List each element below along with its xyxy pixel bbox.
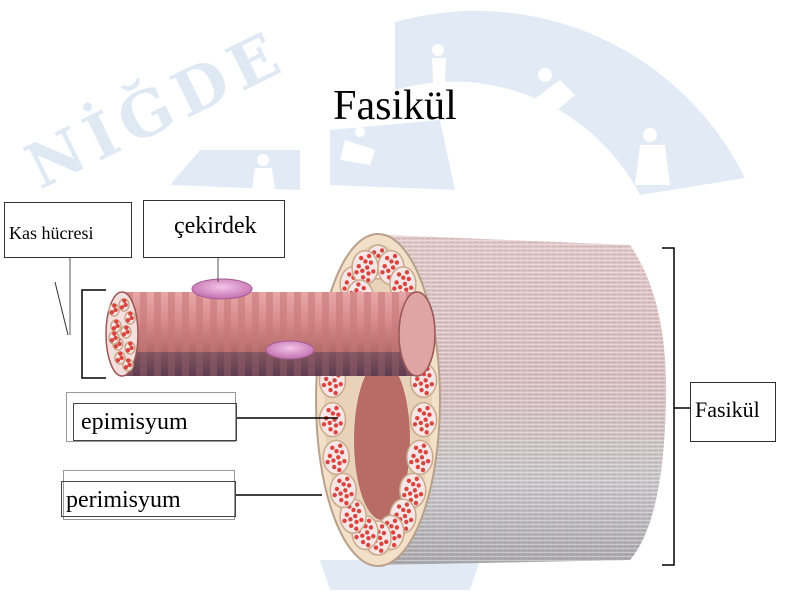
kas-hucresi-arrow [54,281,69,336]
label-fasikul-text: Fasikül [695,397,760,422]
myofibril [108,303,120,317]
myofibril [122,358,134,372]
label-perimisyum-text: perimisyum [66,487,181,513]
myofibril [118,298,130,312]
label-kas-hucresi-text: Kas hücresi [9,223,94,243]
label-cekirdek: çekirdek [143,200,285,258]
fascicle-bundle [351,249,379,286]
label-epimisyum: epimisyum [66,392,237,442]
page-title: Fasikül [333,83,457,129]
myofibril [110,319,122,333]
myofibril [114,351,126,365]
label-epimisyum-text: epimisyum [81,409,188,435]
fiber-bracket [81,289,106,379]
label-kas-hucresi: Kas hücresi [4,202,132,258]
label-cekirdek-text: çekirdek [174,213,257,239]
nucleus [191,278,253,300]
fascicle-bundle [322,439,350,476]
myofibril [120,325,132,339]
myofibril [108,331,120,345]
watermark-emblem [170,10,745,590]
fascicle-bundle [406,439,434,476]
label-fasikul: Fasikül [690,382,776,442]
fiber-end-myofibrils [108,298,136,372]
myofibril [124,311,136,325]
fascicle-bundle [318,401,347,438]
fascicle-bundle [409,401,438,438]
label-perimisyum: perimisyum [61,470,236,520]
fascicle-bracket [662,247,675,566]
muscle-fiber [105,291,436,377]
fascicle-bundle [329,472,357,509]
myofibril [124,341,136,355]
nucleus [265,340,315,360]
